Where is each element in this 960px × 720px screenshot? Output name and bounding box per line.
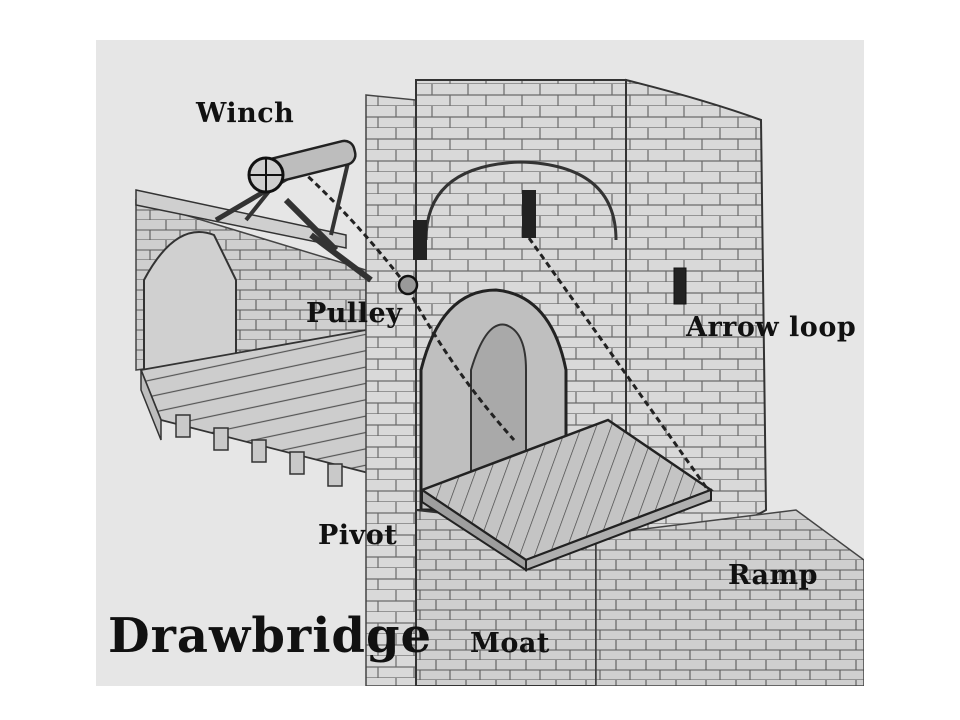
upper-arch bbox=[424, 160, 618, 241]
ramp-surface bbox=[595, 509, 864, 686]
upper-beam bbox=[135, 189, 347, 249]
inner-room bbox=[135, 189, 398, 487]
label-winch: Winch bbox=[196, 98, 295, 129]
right-chain-slot bbox=[522, 190, 536, 238]
floor-joists bbox=[175, 414, 343, 487]
inner-wall bbox=[365, 94, 417, 686]
chains bbox=[299, 168, 710, 491]
diagram-title: Drawbridge bbox=[108, 608, 433, 664]
drawbridge-illustration: Winch Pulley Arrow loop Pivot Ramp Moat … bbox=[96, 40, 864, 686]
left-chain-slot bbox=[413, 220, 427, 260]
label-moat: Moat bbox=[470, 628, 550, 659]
pulley-wheel bbox=[397, 274, 419, 296]
sketch-svg bbox=[135, 78, 864, 686]
arrow-loop-slit bbox=[673, 267, 687, 305]
winch-mechanism bbox=[214, 139, 373, 283]
drawbridge-deck bbox=[419, 418, 714, 572]
inner-archway bbox=[143, 231, 237, 372]
label-pulley: Pulley bbox=[306, 298, 403, 329]
label-arrow-loop: Arrow loop bbox=[686, 312, 857, 343]
label-pivot: Pivot bbox=[318, 520, 398, 551]
label-ramp: Ramp bbox=[728, 560, 819, 591]
